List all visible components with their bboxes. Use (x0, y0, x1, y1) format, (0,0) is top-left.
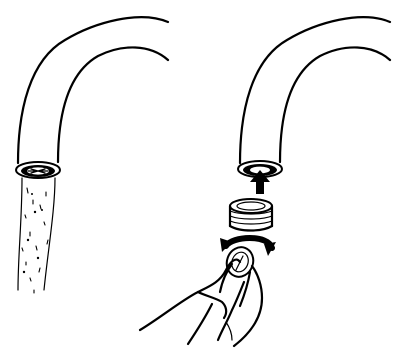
arrow-up-icon (250, 170, 270, 194)
hand-icon (138, 258, 264, 348)
aerator-icon (228, 198, 274, 232)
faucet-spout-icon (238, 16, 392, 165)
rotate-arrow-icon (220, 235, 276, 256)
left-panel (15, 16, 170, 294)
right-panel (138, 16, 392, 348)
faucet-spout-icon (16, 16, 170, 165)
water-stream-icon (17, 177, 56, 294)
aerator-icon (15, 161, 61, 179)
